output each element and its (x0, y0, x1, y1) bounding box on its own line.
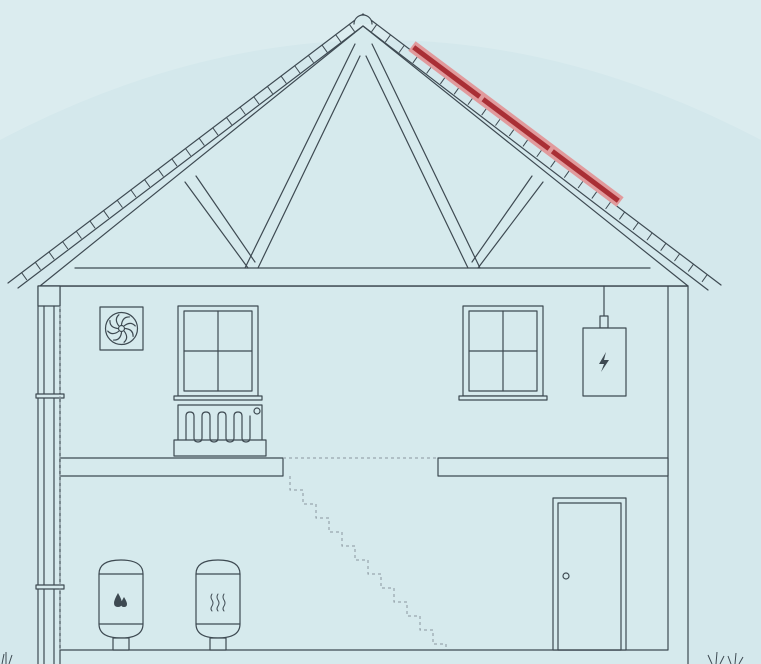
fan-icon (100, 307, 143, 350)
window-upper-left (174, 306, 262, 400)
window-upper-right (459, 306, 547, 400)
radiator-icon (174, 405, 266, 456)
door (553, 498, 626, 650)
roof-ridge-cap (354, 15, 372, 24)
